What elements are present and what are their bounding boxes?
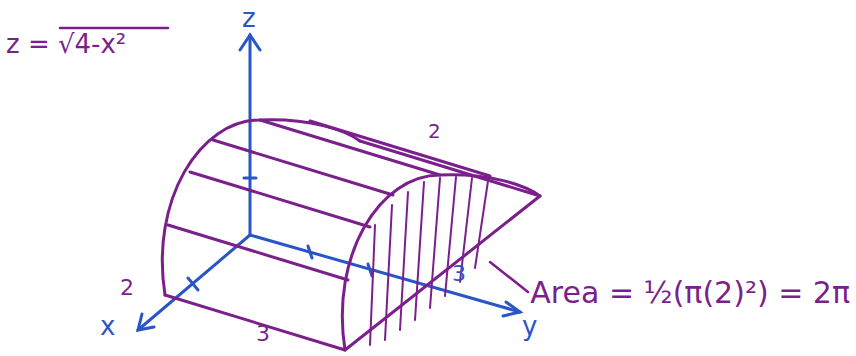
end-face bbox=[342, 175, 540, 350]
axis-label: y bbox=[522, 312, 537, 341]
z-arrowhead bbox=[240, 35, 260, 50]
top-ridge bbox=[260, 120, 440, 175]
surface-line bbox=[213, 140, 393, 195]
area-label: Area = ½(π(2)²) = 2π bbox=[530, 276, 850, 309]
tick bbox=[368, 264, 372, 276]
axis-label: x bbox=[100, 312, 115, 341]
dimension-label: 2 bbox=[120, 276, 134, 300]
dimension-label: 3 bbox=[256, 322, 270, 346]
x-arrowhead bbox=[138, 314, 154, 330]
bottom-edge bbox=[165, 295, 345, 350]
dimension-label: 3 bbox=[452, 262, 466, 286]
dimension-label: 2 bbox=[428, 120, 441, 142]
tick bbox=[188, 278, 198, 290]
surface-line bbox=[310, 121, 490, 176]
z-axis bbox=[249, 35, 252, 235]
hatching bbox=[370, 177, 488, 345]
surface-line bbox=[168, 225, 348, 280]
y-axis bbox=[250, 235, 520, 312]
radical-bar bbox=[60, 27, 168, 30]
back-edge bbox=[360, 141, 540, 196]
axis-label: z bbox=[242, 4, 256, 33]
equation-label: z = √4-x² bbox=[6, 30, 126, 59]
front-arch bbox=[162, 120, 360, 295]
leader-line bbox=[490, 262, 528, 292]
tick bbox=[308, 246, 312, 258]
tick bbox=[244, 177, 256, 180]
y-arrowhead bbox=[503, 302, 520, 316]
